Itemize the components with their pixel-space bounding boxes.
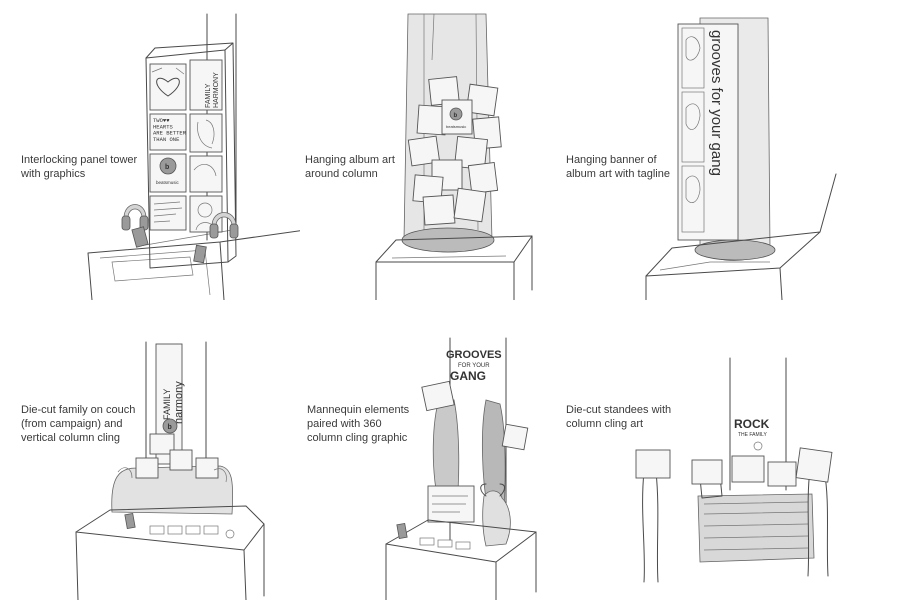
svg-text:THE FAMILY: THE FAMILY bbox=[738, 432, 767, 438]
album-cards: b beatsmusic bbox=[407, 76, 502, 226]
die-cut-standees bbox=[635, 447, 833, 583]
tablet-device bbox=[131, 226, 149, 248]
svg-text:beatsmusic: beatsmusic bbox=[156, 180, 180, 185]
panel-family-couch: Die-cut family on couch (from campaign) … bbox=[0, 300, 300, 600]
display-counter bbox=[697, 493, 815, 563]
banner-column-sketch: grooves for your gang bbox=[645, 17, 837, 300]
svg-text:b: b bbox=[454, 113, 458, 119]
standees-sketch: ROCK THE FAMILY bbox=[635, 357, 833, 583]
svg-text:GANG: GANG bbox=[450, 369, 486, 383]
panel-interlocking-tower: Interlocking panel tower with graphics F… bbox=[0, 0, 300, 300]
banner-tagline: grooves for your gang bbox=[708, 30, 725, 176]
svg-text:beatsmusic: beatsmusic bbox=[446, 124, 466, 129]
panel-standees: Die-cut standees with column cling art R… bbox=[566, 300, 899, 600]
svg-text:b: b bbox=[168, 424, 172, 431]
svg-text:FAMILY: FAMILY bbox=[162, 389, 172, 420]
heart-tile bbox=[149, 63, 187, 111]
beats-logo-icon bbox=[159, 157, 177, 175]
cling-headline: GROOVES bbox=[446, 349, 502, 361]
panel-caption: Interlocking panel tower with graphics bbox=[21, 154, 138, 180]
album-column-sketch: b beatsmusic bbox=[375, 13, 533, 300]
vertical-banner bbox=[677, 23, 739, 241]
panel-caption: Die-cut family on couch (from campaign) … bbox=[21, 404, 136, 444]
cling-headline: ROCK bbox=[734, 417, 770, 431]
panel-hanging-album-art: Hanging album art around column b beatsm… bbox=[300, 0, 600, 300]
panel-caption: Hanging banner of album art with tagline bbox=[566, 154, 670, 180]
panel-hanging-banner: Hanging banner of album art with tagline… bbox=[566, 0, 899, 300]
svg-text:harmony: harmony bbox=[173, 381, 185, 424]
panel-mannequin: Mannequin elements paired with 360 colum… bbox=[300, 300, 600, 600]
mannequin-sketch: GROOVES FOR YOUR GANG bbox=[385, 337, 537, 600]
dog-figure bbox=[482, 490, 511, 547]
panel-caption: Mannequin elements paired with 360 colum… bbox=[307, 404, 410, 444]
panel-caption: Hanging album art around column bbox=[305, 154, 395, 180]
svg-text:b: b bbox=[165, 164, 169, 171]
svg-text:FOR YOUR: FOR YOUR bbox=[458, 363, 490, 369]
portrait-tile bbox=[189, 113, 223, 153]
beats-logo-icon bbox=[162, 418, 178, 434]
couch-sketch: FAMILY harmony b bbox=[75, 341, 265, 600]
panel-caption: Die-cut standees with column cling art bbox=[566, 404, 672, 430]
beats-logo-icon bbox=[449, 107, 463, 121]
side-graphic-text: FAMILYHARMONY bbox=[205, 72, 220, 108]
